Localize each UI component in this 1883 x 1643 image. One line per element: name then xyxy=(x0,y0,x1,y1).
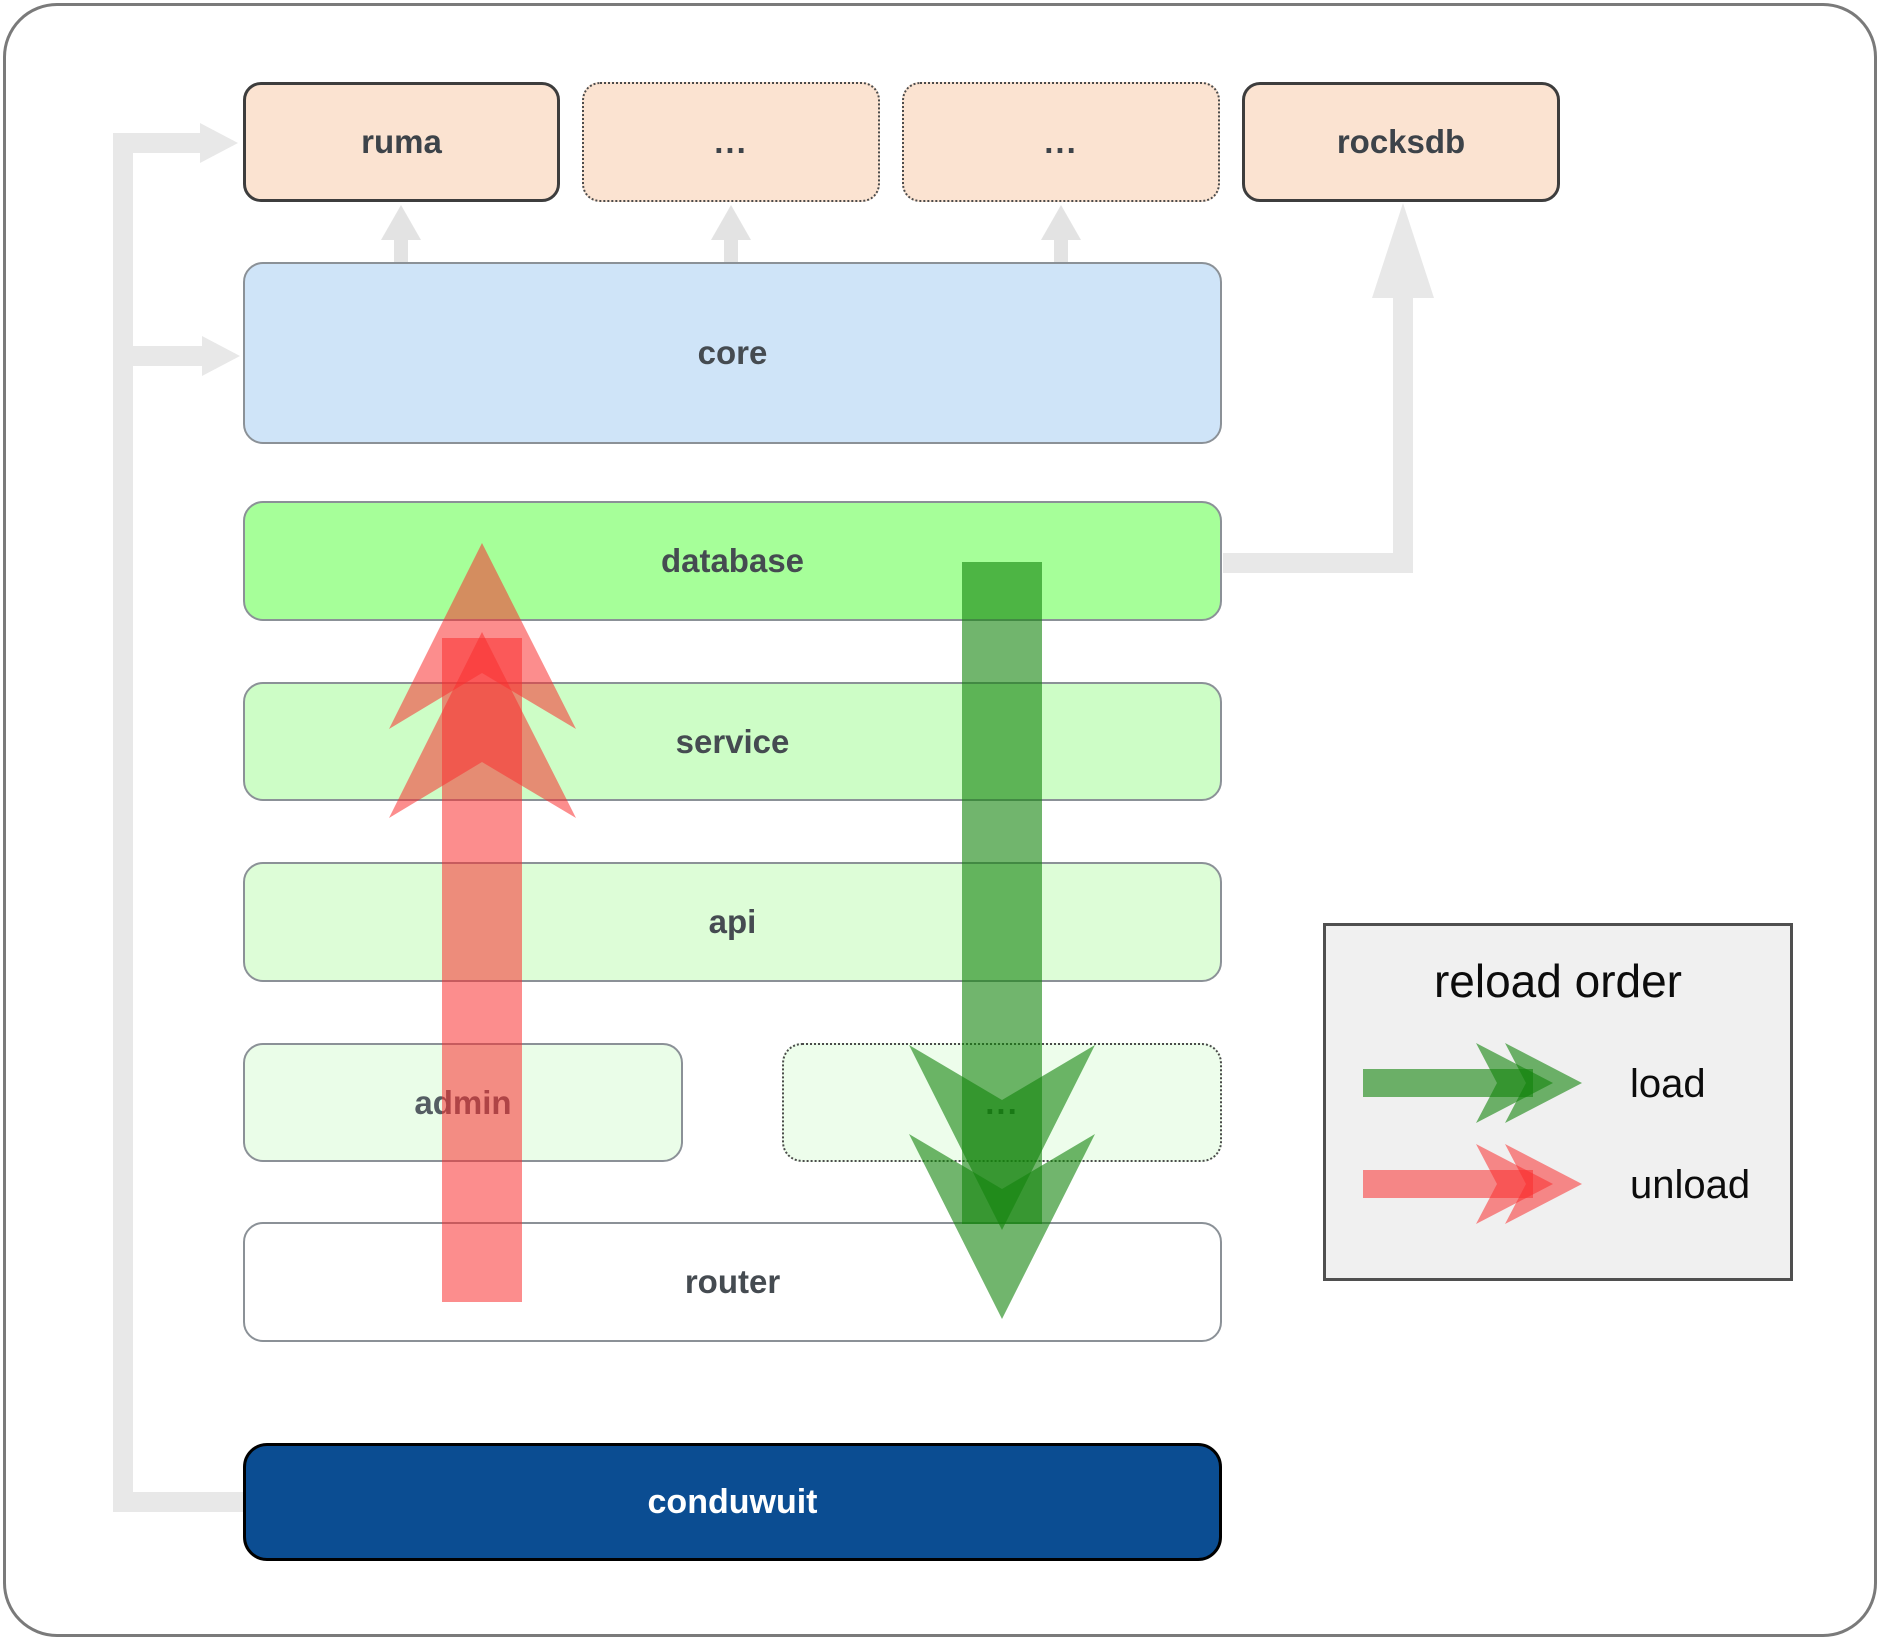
box-api-label: api xyxy=(708,903,757,940)
box-top-more-2: ... xyxy=(902,82,1220,202)
box-conduwuit-label: conduwuit xyxy=(647,1482,818,1521)
legend-load-label: load xyxy=(1630,1062,1706,1106)
box-top-more-2-label: ... xyxy=(1044,123,1078,160)
box-admin-label: admin xyxy=(414,1083,512,1121)
box-top-more-1: ... xyxy=(582,82,880,202)
box-database-label: database xyxy=(660,542,805,579)
box-router: router xyxy=(243,1222,1222,1342)
box-top-more-1-label: ... xyxy=(714,123,748,160)
box-conduwuit: conduwuit xyxy=(243,1443,1222,1561)
box-core: core xyxy=(243,262,1222,444)
box-core-label: core xyxy=(697,334,768,371)
box-database: database xyxy=(243,501,1222,621)
legend-unload-label: unload xyxy=(1630,1163,1751,1207)
outer-frame xyxy=(3,3,1877,1637)
box-service: service xyxy=(243,682,1222,801)
box-rocksdb-label: rocksdb xyxy=(1336,123,1466,160)
box-admin-more-label: ... xyxy=(985,1083,1019,1121)
box-service-label: service xyxy=(675,722,790,760)
box-ruma-label: ruma xyxy=(361,123,442,160)
box-admin-more: ... xyxy=(782,1043,1222,1162)
legend: reload order load unload xyxy=(1323,923,1793,1281)
legend-title: reload order xyxy=(1433,955,1683,1007)
box-admin: admin xyxy=(243,1043,683,1162)
box-ruma: ruma xyxy=(243,82,560,202)
box-rocksdb: rocksdb xyxy=(1242,82,1560,202)
box-router-label: router xyxy=(684,1263,781,1300)
box-api: api xyxy=(243,862,1222,982)
